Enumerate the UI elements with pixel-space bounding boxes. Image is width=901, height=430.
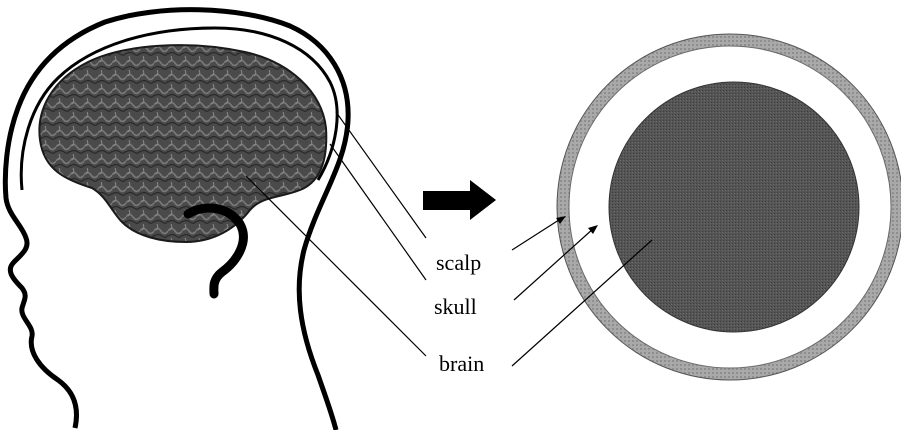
- skull-pointer-head: [330, 144, 426, 280]
- brain-label: brain: [439, 351, 484, 376]
- transform-arrow-icon: [423, 180, 496, 220]
- brain-pointer-head: [246, 176, 426, 356]
- scalp-label: scalp: [436, 250, 481, 275]
- scalp-pointer-model: [512, 216, 566, 250]
- sphere-model: [557, 34, 901, 380]
- scalp-pointer-head: [336, 112, 426, 238]
- brain-disk: [609, 82, 859, 332]
- skull-label: skull: [434, 294, 477, 319]
